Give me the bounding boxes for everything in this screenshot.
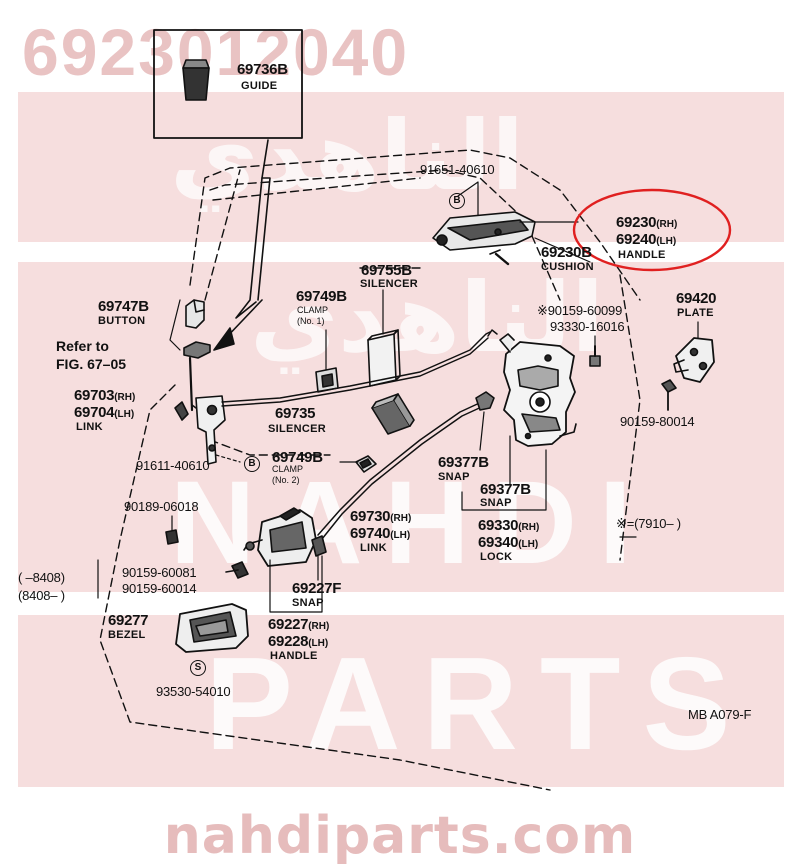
bezel-icon <box>175 603 249 653</box>
label-snap3-name: SNAP <box>292 597 324 609</box>
lock-rod-cables <box>221 329 498 540</box>
screw-90159-80014-icon <box>661 379 677 411</box>
leader-bolt-91651 <box>457 181 479 216</box>
guide-inset-box <box>153 29 303 139</box>
label-range-old: ( –8408) <box>18 570 65 585</box>
label-silencer2-name: SILENCER <box>268 423 327 435</box>
guide-arrow-icon <box>213 139 271 351</box>
label-link2-name: LINK <box>360 542 387 554</box>
label-handle-inner-name: HANDLE <box>270 650 318 662</box>
silencer-69735-icon <box>371 393 415 435</box>
footnote-range: ※=(7910– ) <box>616 516 681 531</box>
label-clamp1-name: CLAMP <box>297 305 329 315</box>
label-screw-90159-60099: ※90159-60099 <box>537 303 623 318</box>
label-lock-lh: 69340(LH) <box>478 534 539 551</box>
label-screw-90159-80014: 90159-80014 <box>620 414 695 429</box>
label-guide-pn: 69736B <box>237 61 288 78</box>
label-handle-inner-rh: 69227(RH) <box>268 616 330 633</box>
watermark-site-url: nahdiparts.com <box>163 806 637 866</box>
highlight-ellipse <box>572 188 732 272</box>
label-lock-rh: 69330(RH) <box>478 517 540 534</box>
label-bolt-91651: 91651-40610 <box>420 162 495 177</box>
label-silencer1-pn: 69755B <box>361 262 412 279</box>
door-edge-line <box>169 299 181 351</box>
label-lock-name: LOCK <box>480 551 513 563</box>
label-link2-rh: 69730(RH) <box>350 508 412 525</box>
label-screw-90159-60081: 90159-60081 <box>122 565 197 580</box>
label-screw-93530: 93530-54010 <box>156 684 231 699</box>
label-button-pn: 69747B <box>98 298 149 315</box>
label-clamp1-no: (No. 1) <box>297 316 325 326</box>
label-snap1-name: SNAP <box>438 471 470 483</box>
label-handle-outer-rh: 69230(RH) <box>616 214 678 231</box>
leader-bolt-91611 <box>215 454 241 463</box>
leader-cushion <box>534 237 591 263</box>
label-refer-fig: FIG. 67–05 <box>56 356 127 372</box>
button-icon <box>185 299 205 329</box>
label-handle-outer-name: HANDLE <box>618 249 666 261</box>
clamp-no2-icon <box>355 455 377 473</box>
label-snap3-pn: 69227F <box>292 580 342 597</box>
label-link-lh: 69704(LH) <box>74 404 135 421</box>
label-cushion-name: CUSHION <box>541 261 594 273</box>
screw-90189-icon <box>165 529 179 545</box>
label-link-name: LINK <box>76 421 103 433</box>
watermark-brand-big: NAHDI <box>170 457 654 589</box>
link-69703-icon <box>174 395 226 465</box>
label-bezel-name: BEZEL <box>108 629 146 641</box>
label-snap1-pn: 69377B <box>438 454 489 471</box>
label-screw-90159-60014: 90159-60014 <box>122 581 197 596</box>
bolt-ref-b-left: B <box>244 456 260 472</box>
leader-inner-handle <box>269 555 323 613</box>
label-bezel-pn: 69277 <box>108 612 149 629</box>
label-clamp2-no: (No. 2) <box>272 475 300 485</box>
label-plate-pn: 69420 <box>676 290 717 307</box>
label-plate-name: PLATE <box>677 307 714 319</box>
label-bolt-91611: 91611-40610 <box>136 458 210 473</box>
label-cushion-pn: 69230B <box>541 244 592 261</box>
watermark-band-top <box>18 92 784 242</box>
watermark-band-bottom <box>18 615 784 787</box>
label-link-rh: 69703(RH) <box>74 387 136 404</box>
label-refer-to: Refer to <box>56 338 109 354</box>
lock-knob-icon <box>183 341 211 412</box>
outer-handle-icon <box>432 211 536 266</box>
label-clamp1-pn: 69749B <box>296 288 347 305</box>
watermark-part-number: 6923012040 <box>22 15 410 89</box>
figure-code: MB A079-F <box>688 707 752 722</box>
door-outline <box>99 149 641 791</box>
door-lock-icon <box>499 333 577 447</box>
leader-snap-1 <box>479 411 485 451</box>
inner-handle-icon <box>243 507 317 567</box>
label-handle-outer-lh: 69240(LH) <box>616 231 677 248</box>
screw-90159-60081-icon <box>225 561 249 579</box>
label-handle-inner-lh: 69228(LH) <box>268 633 329 650</box>
watermark-arabic-top: الناهدي <box>170 100 525 212</box>
striker-plate-icon <box>673 337 715 383</box>
label-link2-lh: 69740(LH) <box>350 525 411 542</box>
label-screw-93330: 93330-16016 <box>550 319 625 334</box>
label-snap2-pn: 69377B <box>480 481 531 498</box>
label-button-name: BUTTON <box>98 315 146 327</box>
leader-lock-bracket <box>461 449 547 511</box>
bolt-ref-s: S <box>190 660 206 676</box>
watermark-brand-parts: PARTS <box>205 630 753 777</box>
label-guide-name: GUIDE <box>241 80 278 92</box>
guide-icon <box>182 59 210 101</box>
bolt-ref-b-top: B <box>449 193 465 209</box>
silencer-69755b-icon <box>367 329 401 387</box>
label-range-new: (8408– ) <box>18 588 65 603</box>
label-screw-90189: 90189-06018 <box>124 499 199 514</box>
label-silencer1-name: SILENCER <box>360 278 419 290</box>
label-silencer2-pn: 69735 <box>275 405 316 422</box>
label-clamp2-pn: 69749B <box>272 449 323 466</box>
label-clamp2-name: CLAMP <box>272 464 304 474</box>
screw-93330-icon <box>589 345 601 367</box>
snap-69227f-icon <box>311 535 327 557</box>
label-snap2-name: SNAP <box>480 497 512 509</box>
snap-69377b-icon <box>475 391 495 411</box>
